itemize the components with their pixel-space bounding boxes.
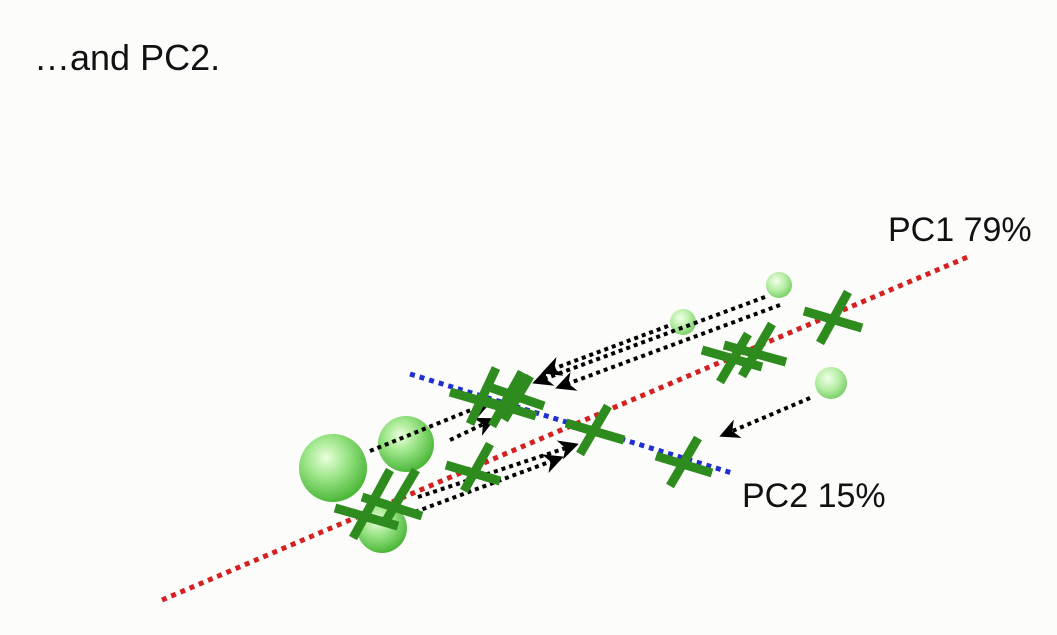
projected-point-marker — [444, 441, 502, 494]
projection-arrow — [532, 295, 766, 386]
pc2-axis-line — [409, 371, 733, 476]
projected-point-marker — [360, 467, 424, 527]
projection-arrow — [414, 454, 564, 514]
pc1-label: PC1 79% — [888, 211, 1032, 249]
projection-arrow — [417, 440, 579, 499]
data-sphere — [299, 434, 367, 502]
projected-point-marker — [654, 435, 714, 489]
data-sphere — [766, 272, 792, 298]
projected-point-marker — [484, 373, 546, 423]
data-sphere — [378, 416, 434, 472]
pc2-label: PC2 15% — [742, 477, 886, 515]
data-sphere — [670, 309, 696, 335]
projection-arrow — [369, 399, 492, 453]
projected-point-marker — [474, 369, 538, 429]
pc1-axis-line — [161, 253, 971, 603]
slide-title: …and PC2. — [34, 37, 221, 78]
projected-point-marker — [564, 403, 626, 457]
projected-point-marker — [802, 289, 864, 346]
projected-point-marker — [722, 321, 788, 379]
data-sphere — [815, 367, 847, 399]
projection-arrow — [541, 324, 669, 376]
projection-arrow — [719, 396, 811, 438]
